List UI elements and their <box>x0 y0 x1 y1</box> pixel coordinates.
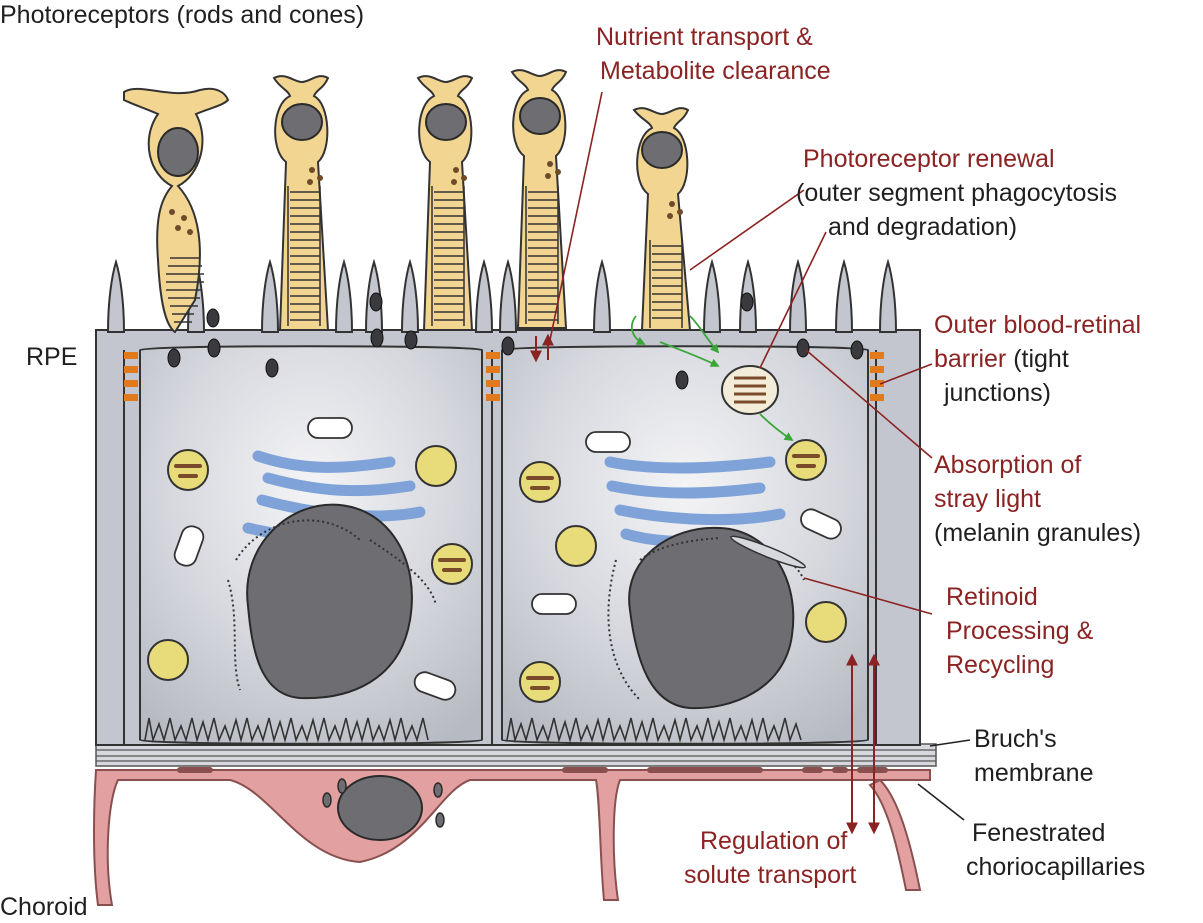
choroid-layer <box>93 767 931 906</box>
mitochondria <box>173 417 842 701</box>
renewal-detail-label-2: and degradation) <box>828 213 1018 241</box>
solute-transport-label-1: Regulation of <box>700 827 848 855</box>
erythrocyte-nucleus <box>337 775 423 841</box>
absorption-label-1: Absorption of <box>934 451 1082 479</box>
rpe-label: RPE <box>26 343 78 371</box>
nutrient-transport-label-1: Nutrient transport & <box>596 23 813 51</box>
blood-retinal-barrier-label-2: barrier (tight <box>934 344 1069 375</box>
retinoid-label-3: Recycling <box>946 651 1055 679</box>
bruchs-membrane <box>95 743 937 767</box>
tight-junctions <box>124 352 884 401</box>
blood-retinal-barrier-label-1: Outer blood-retinal <box>934 311 1142 339</box>
photoreceptors-label: Photoreceptors (rods and cones) <box>0 1 365 29</box>
bruchs-label-2: membrane <box>974 759 1094 787</box>
choriocapillaries-label-2: choriocapillaries <box>966 853 1146 881</box>
tight-word: (tight <box>1006 345 1069 373</box>
retinoid-label-1: Retinoid <box>946 583 1038 611</box>
retinoid-label-2: Processing & <box>946 617 1094 645</box>
renewal-detail-label-1: (outer segment phagocytosis <box>796 179 1118 207</box>
junctions-label: junctions) <box>944 379 1051 407</box>
function-arrows <box>530 91 971 835</box>
solute-transport-label-2: solute transport <box>684 861 857 889</box>
choriocapillaries-label-1: Fenestrated <box>972 819 1106 847</box>
nutrient-transport-label-2: Metabolite clearance <box>600 57 831 85</box>
choroid-label: Choroid <box>0 893 88 921</box>
barrier-word: barrier <box>934 345 1007 373</box>
nuclei <box>227 503 805 710</box>
bruchs-label-1: Bruch's <box>974 725 1057 753</box>
lipofuscin-granules <box>147 439 847 703</box>
melanin-granules-label: (melanin granules) <box>934 519 1142 547</box>
absorption-label-2: stray light <box>934 485 1041 513</box>
photoreceptor-renewal-label: Photoreceptor renewal <box>803 145 1055 173</box>
phagosome <box>721 365 779 415</box>
choriocapillary <box>93 769 931 906</box>
rpe-layer <box>95 258 921 746</box>
